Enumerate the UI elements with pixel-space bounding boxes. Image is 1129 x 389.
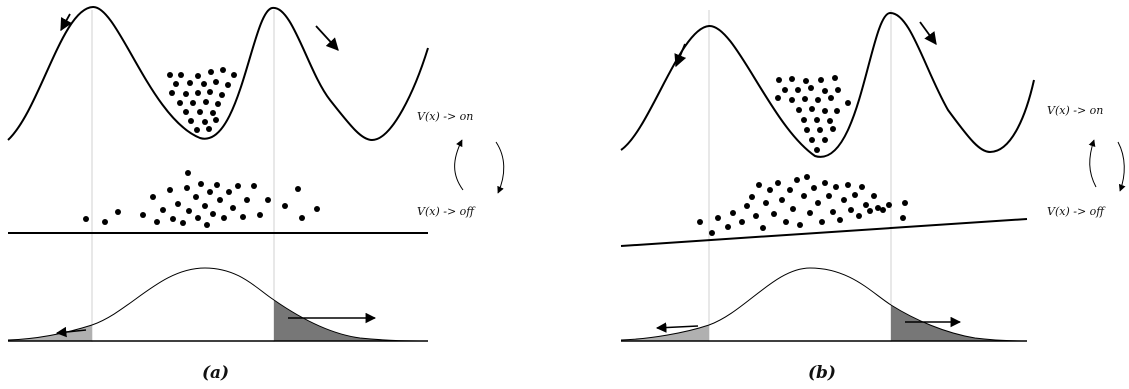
label-v-on-b: V(x) -> on bbox=[1047, 104, 1103, 117]
panel-a: V(x) -> on V(x) -> off (a) bbox=[7, 5, 505, 383]
tail-left-shaded bbox=[621, 325, 709, 341]
arrow-down-right bbox=[919, 21, 937, 46]
arrow-down-right bbox=[315, 25, 339, 51]
tail-left-shaded bbox=[8, 325, 92, 341]
particles-spread bbox=[697, 174, 908, 236]
tilted-baseline bbox=[620, 218, 1028, 247]
label-v-on-a: V(x) -> on bbox=[417, 110, 473, 123]
cycle-arrow-left bbox=[1088, 139, 1097, 188]
panel-b: V(x) -> on V(x) -> off (b) bbox=[620, 10, 1126, 383]
gaussian-curve bbox=[620, 267, 1028, 342]
arrow-down-left bbox=[674, 43, 687, 68]
arrow-down-left bbox=[60, 13, 73, 32]
arrow-tail-left bbox=[55, 326, 87, 338]
cycle-arrow-right bbox=[1117, 141, 1126, 192]
cycle-arrow-right bbox=[495, 141, 505, 194]
potential-curve bbox=[620, 11, 1035, 158]
potential-curve bbox=[7, 5, 429, 142]
caption-b: (b) bbox=[808, 363, 836, 383]
tail-right-shaded bbox=[891, 305, 1027, 341]
label-v-off-b: V(x) -> off bbox=[1047, 205, 1106, 218]
cycle-arrow-left bbox=[454, 139, 464, 191]
gaussian-curve bbox=[7, 267, 429, 342]
particles-in-well bbox=[775, 75, 851, 153]
particles-spread bbox=[83, 170, 320, 228]
caption-a: (a) bbox=[202, 363, 229, 383]
label-v-off-a: V(x) -> off bbox=[417, 205, 476, 218]
particles-in-well bbox=[167, 67, 237, 133]
arrow-tail-left bbox=[655, 322, 699, 333]
tail-right-shaded bbox=[274, 300, 428, 341]
